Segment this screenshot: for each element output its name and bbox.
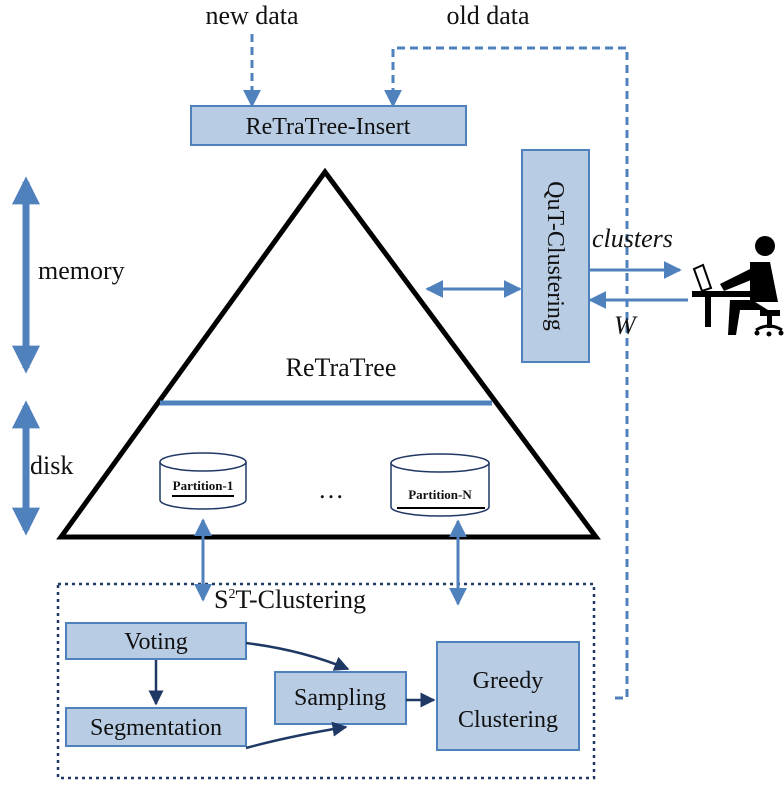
- retratree-label: ReTraTree: [286, 353, 397, 382]
- retratree-insert-box: [190, 105, 467, 146]
- partition-ellipsis: …: [318, 475, 344, 504]
- partition-1-cylinder: [159, 452, 247, 510]
- s2t-clustering-container: [56, 582, 596, 780]
- segmentation-label: Segmentation: [90, 715, 222, 741]
- retratree-insert-label: ReTraTree-Insert: [246, 114, 411, 140]
- memory-label: memory: [38, 256, 125, 285]
- user-at-desk-icon: [692, 236, 784, 337]
- greedy-label-line2: Clustering: [458, 707, 558, 733]
- new-data-label: new data: [205, 1, 299, 30]
- segmentation-sampling-arrow: [245, 721, 348, 750]
- qut-clustering-box: [521, 149, 590, 363]
- old-data-feedback-arrow: [384, 46, 629, 700]
- w-label: W: [614, 311, 638, 340]
- voting-sampling-arrow: [245, 641, 350, 671]
- s2t-clustering-title: S2T-Clustering: [214, 585, 366, 614]
- partition-n-cylinder: [390, 453, 490, 517]
- retratree-triangle: [56, 167, 601, 540]
- old-data-label: old data: [446, 1, 529, 30]
- voting-label: Voting: [124, 629, 188, 655]
- voting-box: [65, 622, 247, 660]
- sampling-label: Sampling: [294, 685, 386, 711]
- qut-clustering-label: QuT-Clustering: [542, 181, 568, 331]
- greedy-label-line1: Greedy: [473, 668, 544, 694]
- partition-n-label: Partition-N: [408, 487, 472, 502]
- greedy-clustering-box: [436, 641, 580, 751]
- sampling-box: [274, 671, 407, 725]
- disk-label: disk: [30, 451, 73, 480]
- segmentation-box: [65, 707, 247, 747]
- clusters-label: clusters: [592, 224, 673, 253]
- partition-1-label: Partition-1: [173, 478, 234, 493]
